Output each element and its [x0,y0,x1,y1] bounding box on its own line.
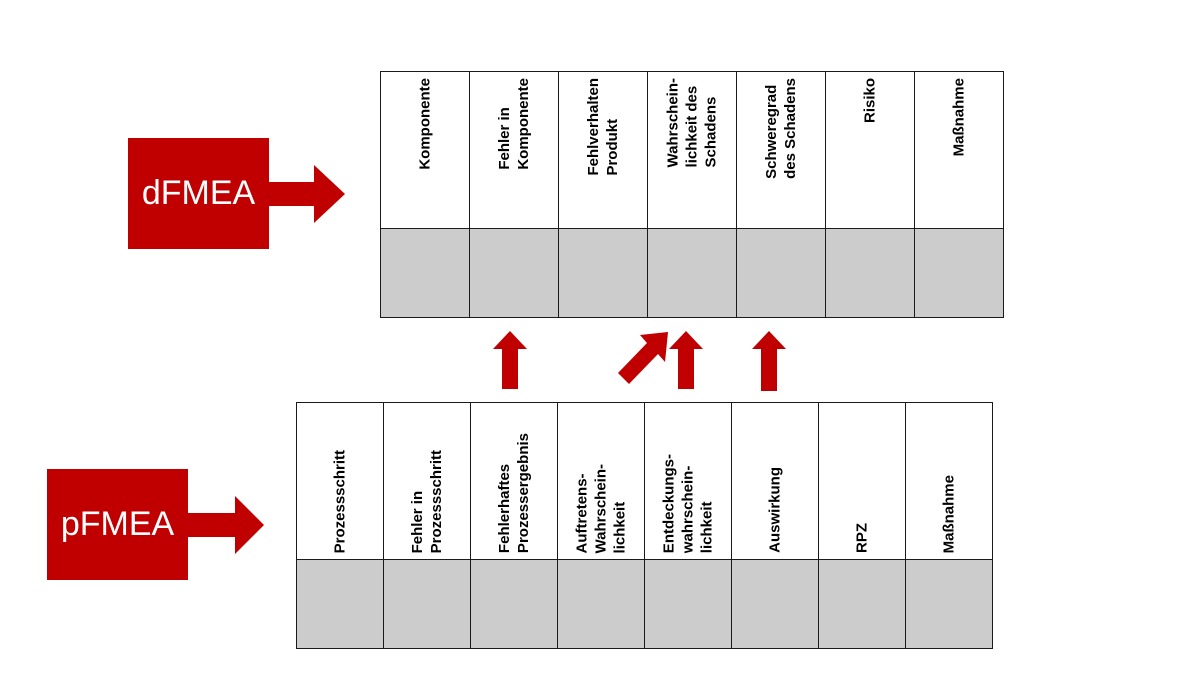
dfmea-header-cell: Schweregrad des Schadens [736,71,826,229]
dfmea-header-cell: Komponente [380,71,470,229]
dfmea-data-cell [469,228,559,318]
diagonal-arrow-icon [618,332,668,384]
dfmea-column-label: Wahrschein- lichkeit des Schadens [664,78,720,168]
up-arrow-icon [493,331,527,389]
pfmea-label: pFMEA [60,505,175,543]
dfmea-data-cell [558,228,648,318]
dfmea-header-row: Komponente Fehler in Komponente Fehlverh… [380,71,1004,229]
dfmea-arrow-icon [268,165,345,223]
dfmea-data-cell [914,228,1004,318]
dfmea-header-cell: Fehler in Komponente [469,71,559,229]
pfmea-data-cell [557,559,645,649]
dfmea-header-cell: Wahrschein- lichkeit des Schadens [647,71,737,229]
pfmea-header-cell: RPZ [818,402,906,560]
pfmea-header-cell: Maßnahme [905,402,993,560]
pfmea-column-label: Maßnahme [940,474,958,553]
pfmea-data-cell [818,559,906,649]
dfmea-data-cell [380,228,470,318]
dfmea-data-row [380,228,1004,318]
pfmea-arrow-icon [187,496,264,554]
dfmea-label-box: dFMEA [128,138,269,249]
pfmea-header-cell: Entdeckungs- wahrschein- lichkeit [644,402,732,560]
pfmea-data-cell [470,559,558,649]
pfmea-column-label: RPZ [853,523,871,553]
pfmea-data-row [296,559,993,649]
pfmea-data-cell [383,559,471,649]
pfmea-column-label: Entdeckungs- wahrschein- lichkeit [660,453,716,553]
pfmea-header-cell: Fehler in Prozessschritt [383,402,471,560]
dfmea-table: Komponente Fehler in Komponente Fehlverh… [380,71,1004,318]
pfmea-column-label: Fehlerhaftes Prozessergebnis [496,432,532,553]
up-arrow-icon [752,331,786,391]
dfmea-header-cell: Risiko [825,71,915,229]
dfmea-column-label: Risiko [861,78,879,124]
dfmea-data-cell [647,228,737,318]
pfmea-label-box: pFMEA [47,469,188,580]
pfmea-header-cell: Fehlerhaftes Prozessergebnis [470,402,558,560]
dfmea-column-label: Schweregrad des Schadens [763,78,799,179]
up-arrow-icon [669,331,703,389]
dfmea-data-cell [736,228,826,318]
pfmea-data-cell [905,559,993,649]
pfmea-data-cell [644,559,732,649]
pfmea-header-row: Prozessschritt Fehler in Prozessschritt … [296,402,993,560]
dfmea-column-label: Komponente [416,78,434,170]
dfmea-column-label: Maßnahme [950,78,968,157]
dfmea-column-label: Fehler in Komponente [496,78,532,170]
pfmea-column-label: Fehler in Prozessschritt [409,449,445,553]
dfmea-column-label: Fehlverhalten Produkt [585,78,621,176]
pfmea-header-cell: Auswirkung [731,402,819,560]
dfmea-header-cell: Maßnahme [914,71,1004,229]
pfmea-column-label: Auftretens- Wahrschein- lichkeit [573,463,629,553]
pfmea-column-label: Prozessschritt [331,449,349,553]
dfmea-label: dFMEA [141,174,256,212]
pfmea-data-cell [296,559,384,649]
pfmea-column-label: Auswirkung [766,467,784,553]
pfmea-table: Prozessschritt Fehler in Prozessschritt … [296,402,993,649]
pfmea-header-cell: Auftretens- Wahrschein- lichkeit [557,402,645,560]
dfmea-data-cell [825,228,915,318]
pfmea-data-cell [731,559,819,649]
dfmea-header-cell: Fehlverhalten Produkt [558,71,648,229]
pfmea-header-cell: Prozessschritt [296,402,384,560]
